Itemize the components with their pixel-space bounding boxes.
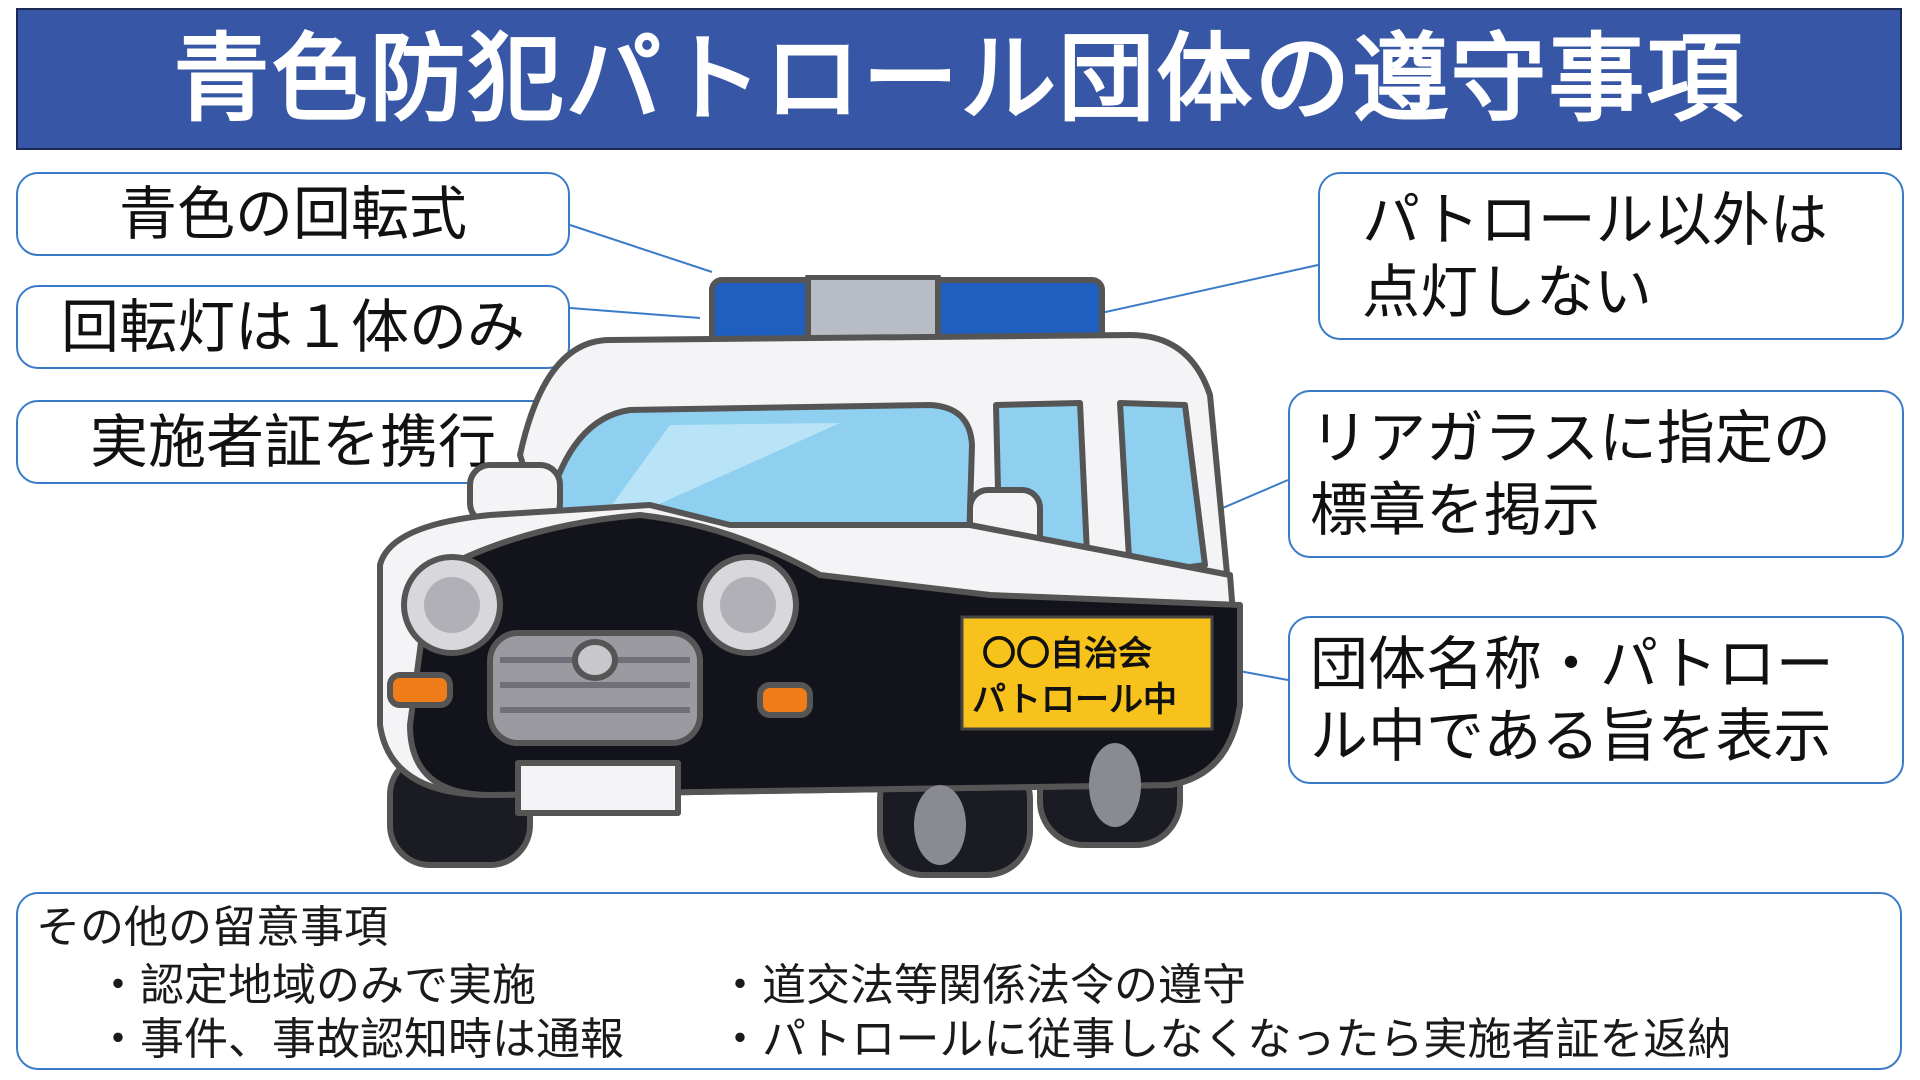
callout-group-name-text: 団体名称・パトロー ル中である旨を表示 [1290, 628, 1834, 773]
callout-rotating-type-text: 青色の回転式 [118, 179, 467, 248]
callout-one-light-only: 回転灯は１体のみ [16, 285, 570, 369]
callout-light-only-patrol-line2: 点灯しない [1362, 258, 1653, 326]
connector-light-only-patrol [1091, 264, 1319, 316]
callout-light-only-patrol-text: パトロール以外は 点灯しない [1320, 184, 1828, 329]
other-notes-box: その他の留意事項 ・認定地域のみで実施 ・事件、事故認知時は通報 ・道交法等関係… [16, 892, 1902, 1070]
callout-rotating-type: 青色の回転式 [16, 172, 570, 256]
license-plate [515, 760, 681, 816]
callout-carry-certificate: 実施者証を携行 [16, 400, 570, 484]
car-sign [960, 615, 1214, 731]
connector-one-light [569, 307, 701, 319]
other-notes-heading: その他の留意事項 [36, 902, 388, 953]
right-turn-signal [757, 682, 813, 718]
note-item: ・事件、事故認知時は通報 [96, 1014, 624, 1065]
callout-light-only-patrol-line1: パトロール以外は [1362, 185, 1828, 254]
callout-light-only-patrol: パトロール以外は 点灯しない [1318, 172, 1904, 340]
callout-group-name-line2: ル中である旨を表示 [1310, 702, 1832, 770]
side-window-rear [1117, 400, 1208, 578]
callout-group-name: 団体名称・パトロー ル中である旨を表示 [1288, 616, 1904, 784]
callout-rear-glass: リアガラスに指定の 標章を掲示 [1288, 390, 1904, 558]
left-turn-signal [387, 672, 453, 708]
connector-rear-glass [1217, 479, 1289, 511]
note-item: ・認定地域のみで実施 [96, 960, 536, 1011]
callout-group-name-line1: 団体名称・パトロー [1310, 629, 1834, 698]
callout-one-light-only-text: 回転灯は１体のみ [60, 292, 525, 361]
callout-carry-certificate-text: 実施者証を携行 [89, 407, 496, 476]
callout-rear-glass-line2: 標章を掲示 [1310, 476, 1601, 544]
connector-rotating-type [569, 224, 713, 273]
callout-rear-glass-text: リアガラスに指定の 標章を掲示 [1290, 402, 1831, 547]
note-item: ・パトロールに従事しなくなったら実施者証を返納 [718, 1014, 1732, 1065]
callout-rear-glass-line1: リアガラスに指定の [1310, 403, 1831, 472]
title-banner: 青色防犯パトロール団体の遵守事項 [16, 8, 1902, 150]
note-item: ・道交法等関係法令の遵守 [718, 960, 1246, 1011]
car-sign-line2: パトロール中 [972, 680, 1177, 720]
car-sign-line1: 〇〇自治会 [982, 634, 1152, 674]
emblem [572, 639, 618, 681]
patrol-car-illustration: 〇〇自治会 パトロール中 [377, 275, 1243, 878]
page-title: 青色防犯パトロール団体の遵守事項 [173, 23, 1745, 135]
